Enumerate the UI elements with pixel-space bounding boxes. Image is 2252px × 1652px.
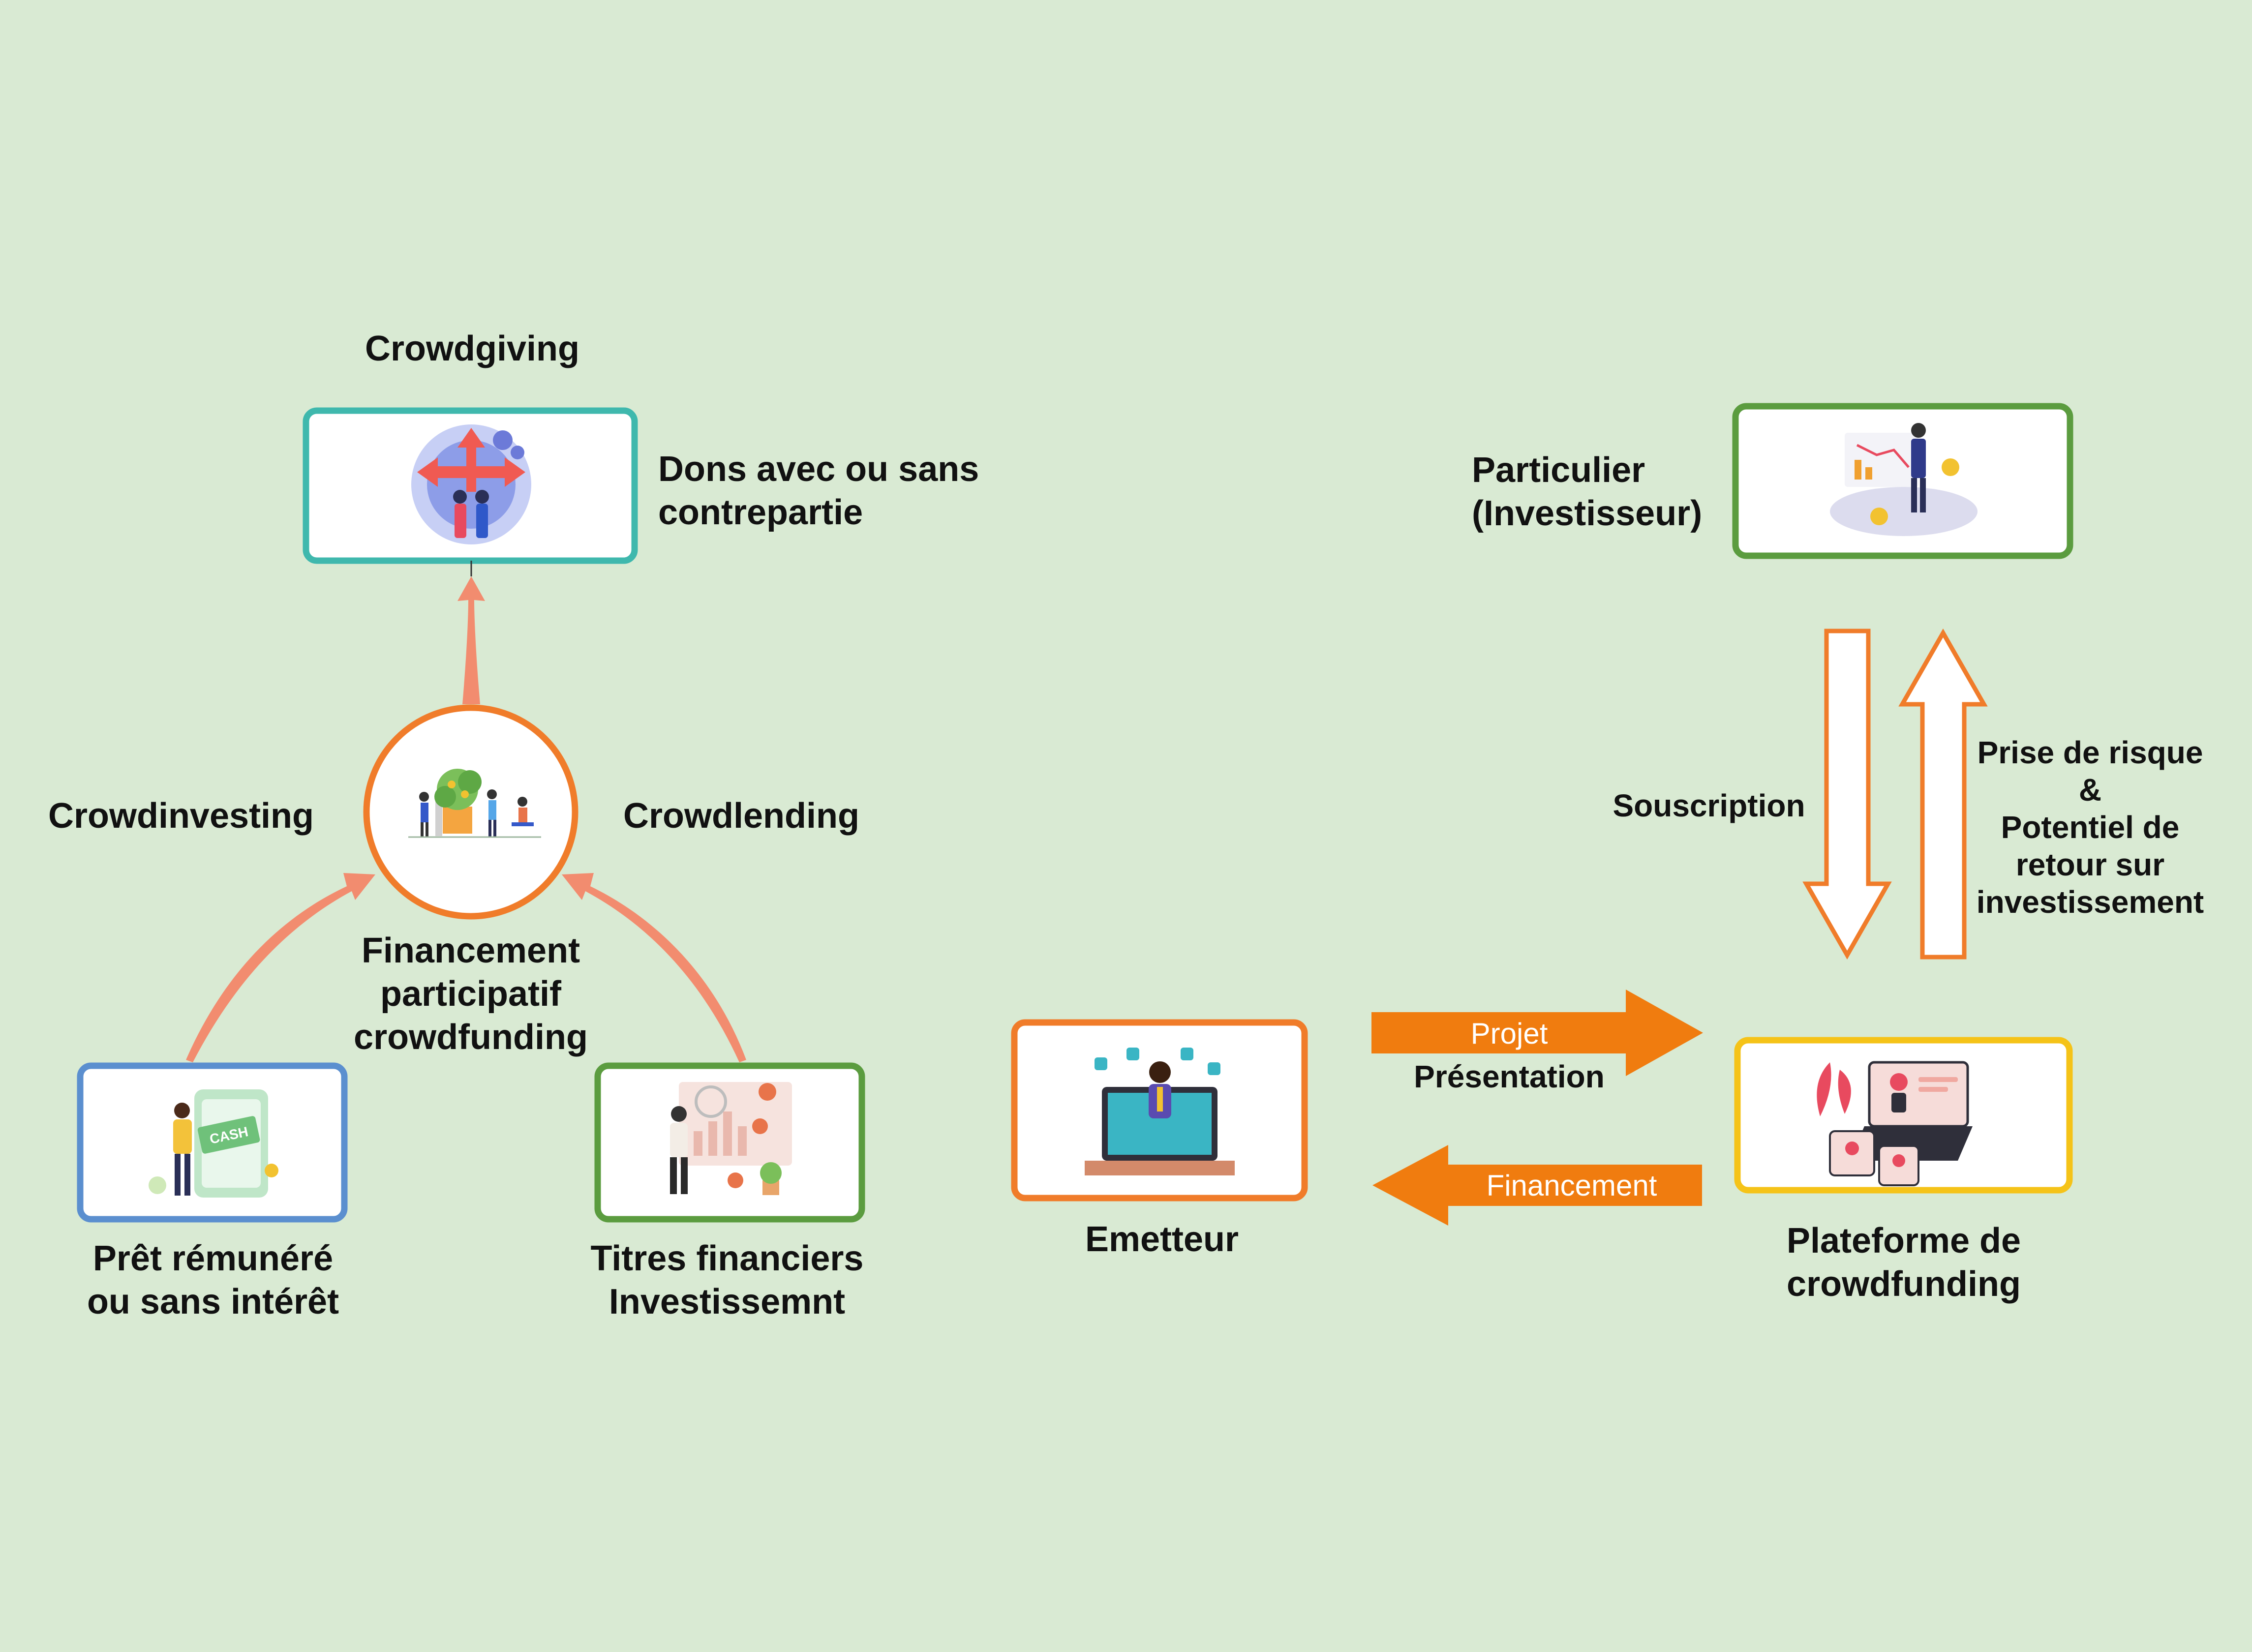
projet-label: Projet [1471, 1017, 1548, 1050]
emetteur-box [1011, 1019, 1308, 1201]
particulier-label-line2: (Investisseur) [1472, 494, 1702, 533]
people-crossroads-icon [411, 424, 531, 544]
titres-label-line1: Titres financiers [591, 1239, 864, 1278]
souscription-label: Souscription [1613, 788, 1805, 823]
dons-label-line2: contrepartie [658, 493, 863, 532]
titres-box [594, 1062, 865, 1223]
souscription-arrow [1802, 629, 1892, 960]
risque-label-line2: & [2079, 772, 2101, 808]
financement-label: Financement [1487, 1169, 1657, 1202]
plateforme-label-line2: crowdfunding [1787, 1264, 2021, 1304]
center-circle [363, 704, 578, 920]
crowdgiving-box [303, 407, 638, 564]
presentation-label: Présentation [1414, 1059, 1605, 1094]
presenter-chart-icon [1830, 423, 1978, 536]
plateforme-label-line1: Plateforme de [1787, 1221, 2021, 1261]
crowdgiving-label: Crowdgiving [365, 329, 579, 368]
plateforme-box [1734, 1037, 2073, 1194]
crowdinvesting-label: Crowdinvesting [48, 796, 314, 836]
pret-label-line1: Prêt rémunéré [93, 1239, 333, 1278]
arrow-to-crowdgiving [457, 561, 485, 704]
video-call-icon [1817, 1061, 1973, 1186]
crowdlending-label: Crowdlending [623, 796, 859, 836]
risque-arrow [1898, 628, 1988, 960]
center-label-line2: participatif [380, 974, 562, 1014]
risque-label-line4: retour sur [2016, 847, 2164, 882]
risque-label-line1: Prise de risque [1978, 735, 2203, 770]
particulier-box [1732, 403, 2073, 559]
risque-label-line3: Potentiel de [2001, 810, 2180, 845]
arrow-titres-to-center [562, 873, 746, 1062]
center-label-line3: crowdfunding [354, 1018, 588, 1057]
particulier-label-line1: Particulier [1472, 451, 1645, 490]
projet-arrow [1371, 990, 1703, 1077]
man-on-laptop-icon [1085, 1048, 1235, 1175]
arrow-pret-to-center [186, 873, 375, 1062]
risque-label-line5: investissement [1977, 884, 2204, 920]
titres-label-line2: Investissemnt [609, 1282, 845, 1322]
center-label-line1: Financement [362, 931, 580, 970]
money-tree-team-icon [408, 769, 541, 838]
dons-label-line1: Dons avec ou sans [658, 450, 979, 489]
cashback-icon: CASH [149, 1089, 278, 1198]
financement-arrow [1372, 1145, 1702, 1226]
pret-box: CASH [77, 1062, 348, 1223]
emetteur-label: Emetteur [1085, 1220, 1239, 1259]
investor-analysis-icon [670, 1082, 792, 1195]
pret-label-line2: ou sans intérêt [87, 1282, 339, 1322]
